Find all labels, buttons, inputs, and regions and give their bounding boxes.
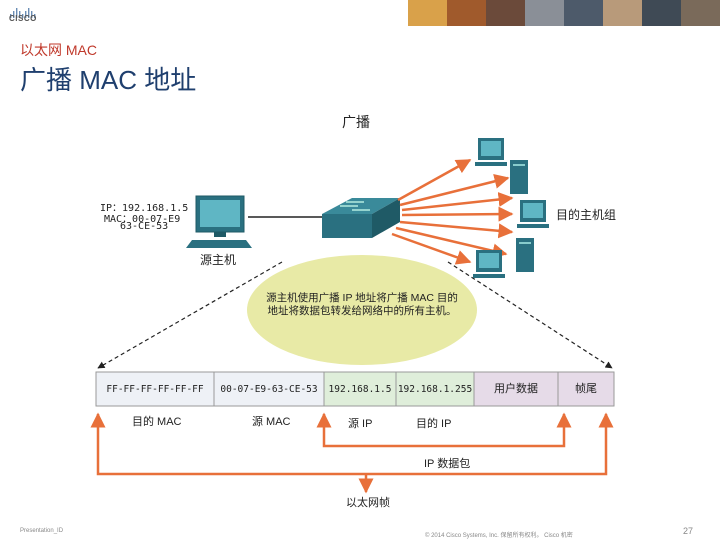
photo-tile bbox=[681, 0, 720, 26]
arrow-down-3 bbox=[391, 232, 472, 265]
frame-dest-ip: 192.168.1.255 bbox=[397, 383, 473, 395]
header-bar: CISCO bbox=[0, 0, 720, 28]
broadcast-label: 广播 bbox=[342, 114, 370, 130]
switch-icon bbox=[322, 198, 400, 238]
page-number: 27 bbox=[683, 526, 694, 536]
src-ip-label: 源 IP bbox=[348, 418, 373, 430]
photo-tile bbox=[408, 0, 447, 26]
frame-dest-mac: FF-FF-FF-FF-FF-FF bbox=[106, 383, 204, 395]
frame-cell-bg bbox=[473, 371, 559, 407]
photo-tile bbox=[564, 0, 603, 26]
source-pc-icon bbox=[186, 195, 252, 248]
footer-copyright: © 2014 Cisco Systems, Inc. 保留所有权利。 Cisco… bbox=[425, 533, 573, 539]
photo-tile bbox=[525, 0, 564, 26]
source-mac-label-cont: 63-CE-53 bbox=[120, 221, 169, 232]
photo-tile bbox=[603, 0, 642, 26]
destination-pc-middle-icon bbox=[517, 200, 549, 228]
photo-tile bbox=[642, 0, 681, 26]
ethernet-frame-bracket bbox=[90, 412, 614, 476]
arrow-up-1 bbox=[401, 192, 514, 212]
dashed-line-left bbox=[97, 261, 283, 369]
photo-tile bbox=[447, 0, 486, 26]
dest-mac-label: 目的 MAC bbox=[132, 416, 182, 428]
arrow-down-1 bbox=[399, 220, 514, 239]
src-mac-label: 源 MAC bbox=[252, 416, 291, 428]
ip-packet-bracket bbox=[316, 412, 572, 448]
bubble-text: 源主机使用广播 IP 地址将广播 MAC 目的地址将数据包转发给网络中的所有主机… bbox=[266, 292, 458, 317]
broadcast-bubble bbox=[247, 255, 477, 365]
source-mac-label: MAC：00-07-E9 bbox=[104, 214, 181, 225]
frame-cell-bg bbox=[213, 371, 325, 407]
frame-src-mac: 00-07-E9-63-CE-53 bbox=[220, 383, 318, 395]
slide-title: 广播 MAC 地址 bbox=[20, 65, 197, 95]
footer-presentation-id: Presentation_ID bbox=[20, 528, 64, 534]
arrow-mid bbox=[401, 206, 514, 222]
dest-ip-label: 目的 IP bbox=[416, 418, 452, 430]
ethernet-frame-label: 以太网帧 bbox=[346, 497, 390, 509]
frame-trailer: 帧尾 bbox=[575, 382, 597, 395]
source-host-label: 源主机 bbox=[200, 253, 237, 267]
dashed-line-right bbox=[447, 261, 613, 369]
arrow-up-3 bbox=[397, 158, 472, 202]
target-group-label: 目的主机组 bbox=[556, 208, 617, 222]
photo-tile bbox=[486, 0, 525, 26]
destination-pc-top-icon bbox=[475, 138, 528, 194]
frame-cell-bg bbox=[395, 371, 475, 407]
ip-packet-label: IP 数据包 bbox=[424, 458, 471, 470]
source-ip-label: IP：192.168.1.5 bbox=[100, 203, 189, 214]
frame-src-ip: 192.168.1.5 bbox=[328, 383, 392, 395]
logo-text: CISCO bbox=[9, 14, 37, 23]
arrow-down-2 bbox=[395, 226, 508, 259]
destination-pc-bottom-icon bbox=[473, 238, 534, 278]
frame-user-data: 用户数据 bbox=[494, 382, 538, 395]
cisco-logo-icon bbox=[10, 8, 36, 18]
slide-subtitle: 以太网 MAC bbox=[20, 42, 97, 58]
frame-cell-bg bbox=[557, 371, 615, 407]
header-photo-strip bbox=[408, 0, 720, 26]
arrow-up-2 bbox=[399, 173, 510, 207]
